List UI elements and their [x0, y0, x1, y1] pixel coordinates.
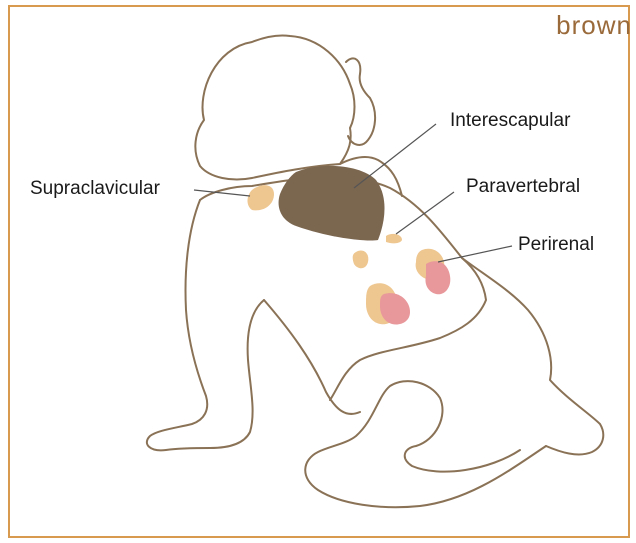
chest-outline: [264, 300, 360, 414]
leader-perirenal: [438, 246, 512, 262]
kidney-upper: [425, 261, 450, 294]
label-paravertebral: Paravertebral: [466, 176, 580, 198]
label-supraclavicular: Supraclavicular: [30, 178, 160, 200]
paravertebral-fat: [386, 234, 402, 243]
label-interscapular: Interescapular: [450, 110, 570, 132]
head-outline: [195, 35, 354, 179]
paravertebral-fat-lower: [353, 250, 369, 268]
arm-outline: [147, 200, 264, 450]
supraclavicular-fat: [248, 185, 275, 210]
figure-title: brown: [556, 10, 632, 41]
belly-outline: [330, 258, 486, 400]
label-perirenal: Perirenal: [518, 234, 594, 256]
leg-outline: [305, 381, 546, 507]
